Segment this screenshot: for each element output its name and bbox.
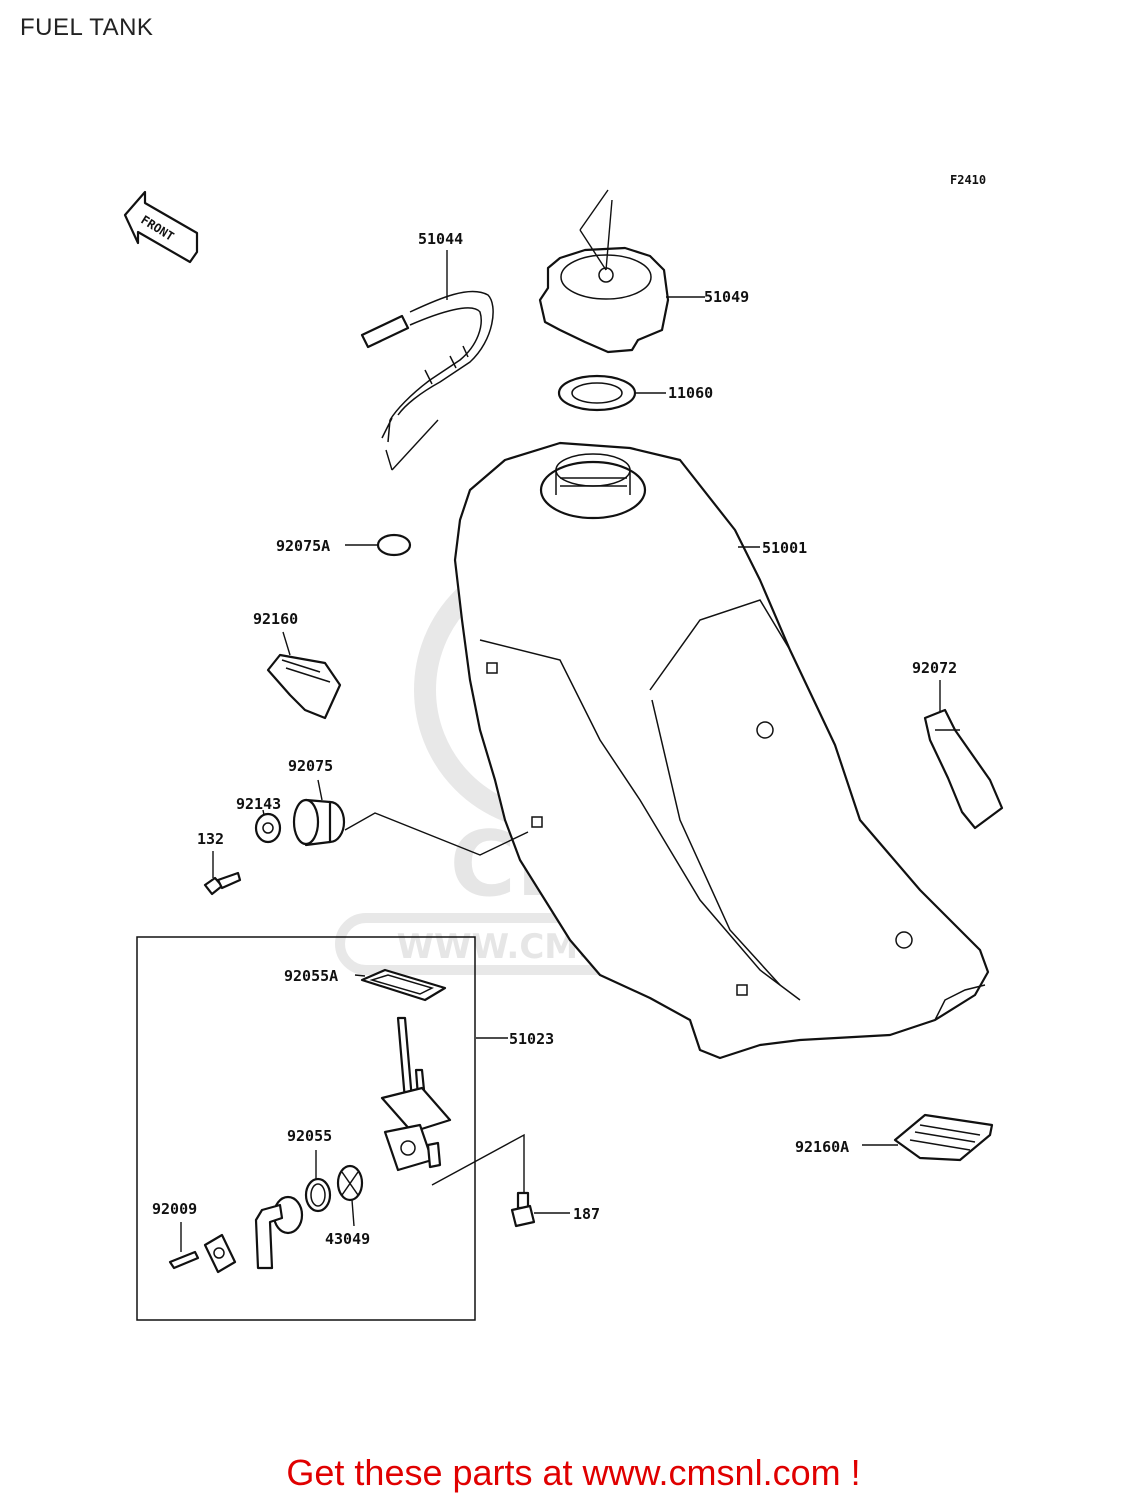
fuel-cap-51049 [538,189,705,354]
filter-43049 [336,1164,364,1227]
fuel-tank-51001 [453,441,990,1060]
part-label-92075A: 92075A [276,537,330,555]
part-label-92160: 92160 [253,610,298,628]
fuel-cock-group-box [136,936,476,1321]
fuel-cock-51023 [380,1016,452,1172]
damper-92075 [292,779,529,856]
gasket-92055A [354,968,447,1002]
part-label-92072: 92072 [912,659,957,677]
part-label-51044: 51044 [418,230,463,248]
part-label-187: 187 [573,1205,600,1223]
gasket-11060 [557,374,666,412]
bolt-132 [203,851,242,896]
footer-link[interactable]: Get these parts at www.cmsnl.com ! [286,1452,861,1493]
part-label-51001: 51001 [762,539,807,557]
lever-knob [254,1195,304,1270]
o-ring-92055 [304,1150,332,1213]
part-label-51023: 51023 [509,1030,554,1048]
plate-screw-92009 [168,1222,237,1274]
plug-92075A [345,533,412,557]
part-label-92075: 92075 [288,757,333,775]
part-label-92160A: 92160A [795,1138,849,1156]
collar-92143 [254,809,282,844]
diagram-code: F2410 [950,173,986,187]
part-label-51049: 51049 [704,288,749,306]
part-label-92009: 92009 [152,1200,197,1218]
part-label-11060: 11060 [668,384,713,402]
breather-hose-51044 [360,250,494,471]
screw-187 [431,1133,570,1228]
part-label-132: 132 [197,830,224,848]
part-label-92055: 92055 [287,1127,332,1145]
part-label-92143: 92143 [236,795,281,813]
band-92072 [923,680,1004,830]
page-title: FUEL TANK [20,14,154,41]
cushion-92160A [862,1113,994,1162]
cushion-92160 [266,631,342,720]
part-label-43049: 43049 [325,1230,370,1248]
part-label-92055A: 92055A [284,967,338,985]
front-arrow-icon: FRONT [123,190,199,264]
